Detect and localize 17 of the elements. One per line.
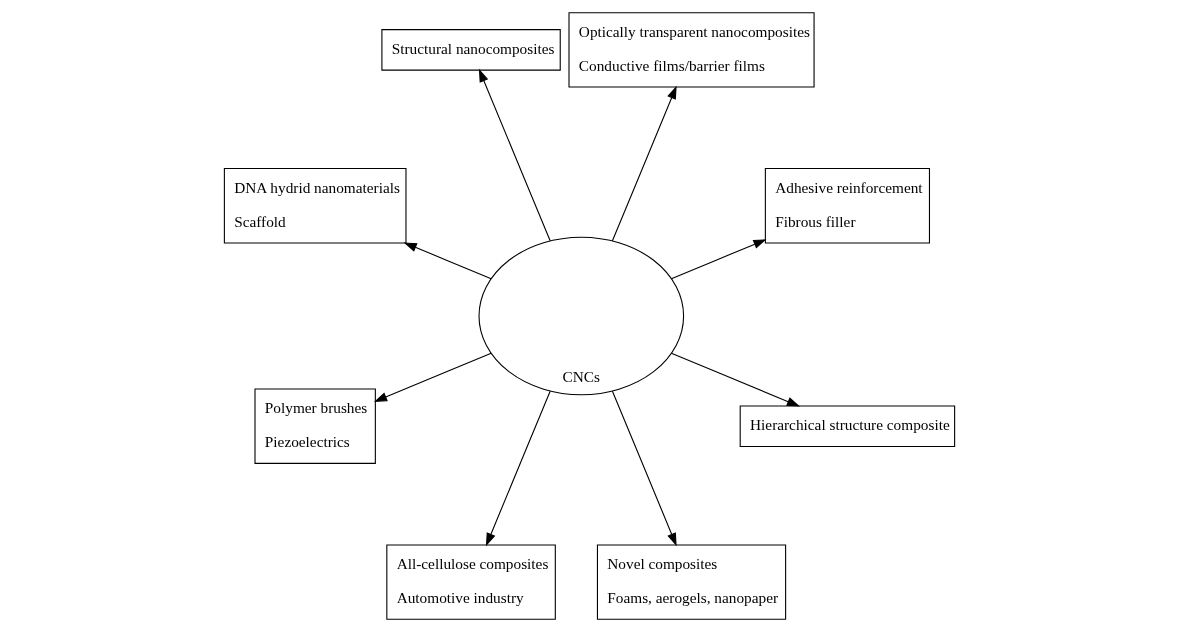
arrow [670,352,800,407]
node-box: Structural nanocomposites [380,29,561,71]
node-box: Adhesive reinforcement Fibrous filler [764,168,930,244]
node-box: DNA hydrid nanomaterials Scaffold [223,168,407,244]
arrow [403,242,492,280]
arrow [611,390,677,547]
node-ellipse: CNCs [477,236,684,396]
arrow [611,85,677,242]
node-box: Optically transparent nanocomposites Conductive films/barrier films [567,12,815,88]
node-box: Polymer brushes Piezoelectrics [253,388,376,464]
node-box: All-cellulose composites Automotive industry [385,544,556,620]
arrow [670,239,767,280]
arrow [373,352,492,402]
arrow [485,390,551,547]
node-box: Hierarchical structure composite [739,405,955,447]
node-box: Novel composites Foams, aerogels, nanopaper [596,544,786,620]
arrow [478,68,551,242]
